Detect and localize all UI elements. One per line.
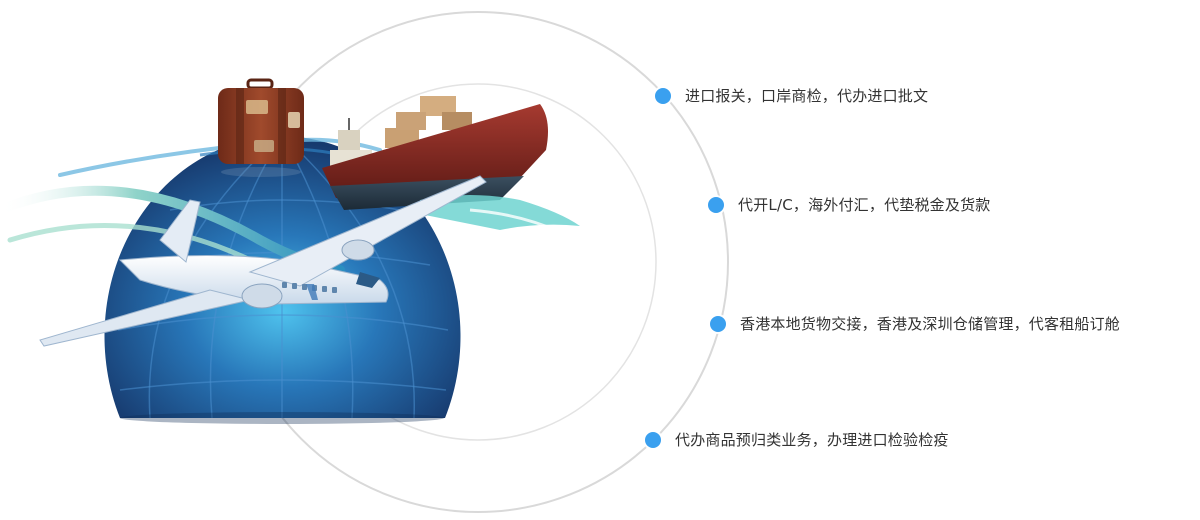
bullet-dot-icon bbox=[710, 315, 726, 332]
service-label: 代办商品预归类业务，办理进口检验检疫 bbox=[675, 431, 949, 449]
service-label: 代开L/C，海外付汇，代垫税金及货款 bbox=[738, 196, 991, 214]
service-label: 进口报关，口岸商检，代办进口批文 bbox=[685, 87, 929, 105]
cargo-ship-icon bbox=[322, 96, 580, 234]
service-item-customs[interactable]: 进口报关，口岸商检，代办进口批文 bbox=[655, 85, 928, 106]
service-item-warehousing[interactable]: 香港本地货物交接，香港及深圳仓储管理，代客租船订舱 bbox=[710, 313, 1120, 334]
airplane-icon bbox=[39, 175, 487, 347]
service-item-classification[interactable]: 代办商品预归类业务，办理进口检验检疫 bbox=[645, 429, 949, 450]
service-label: 香港本地货物交接，香港及深圳仓储管理，代客租船订舱 bbox=[740, 315, 1121, 333]
suitcase-icon bbox=[218, 78, 304, 177]
bullet-dot-icon bbox=[708, 196, 724, 213]
bullet-dot-icon bbox=[645, 431, 661, 448]
service-item-payment[interactable]: 代开L/C，海外付汇，代垫税金及货款 bbox=[708, 194, 991, 215]
bullet-dot-icon bbox=[655, 87, 671, 104]
